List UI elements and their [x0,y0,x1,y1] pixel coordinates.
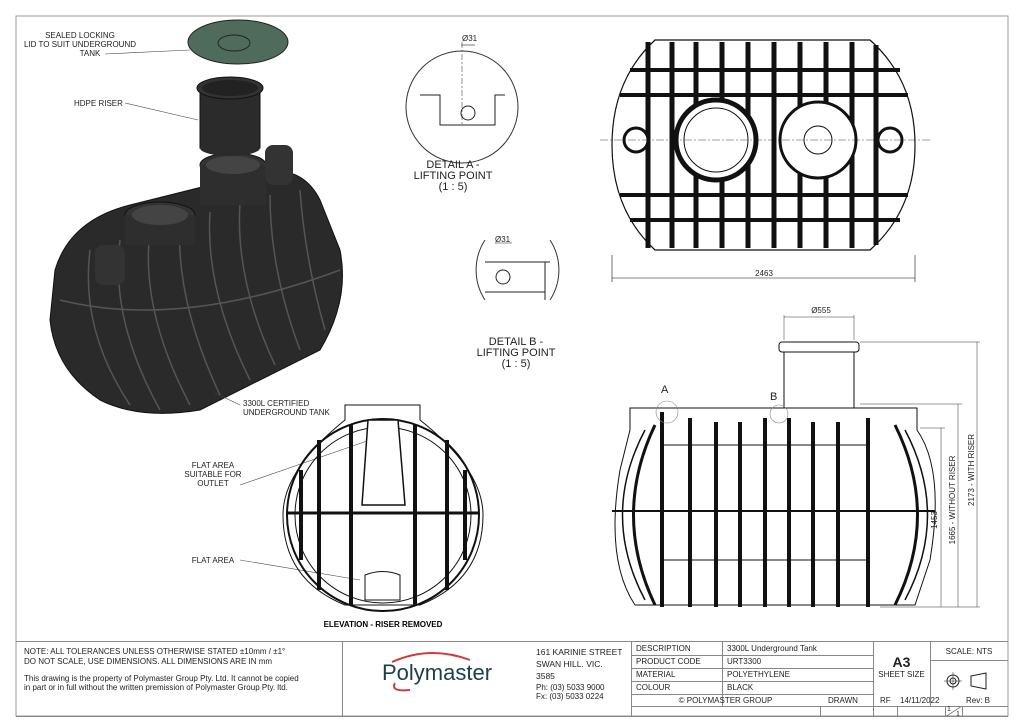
end-elevation-view [282,404,484,612]
marker-a: A [661,384,669,396]
sheet-size-label: SHEET SIZE [878,670,925,679]
dim-height-without-riser: 1665 - WITHOUT RISER [948,455,957,544]
isometric-tank-view [49,19,343,414]
dim-riser-diameter: Ø555 [811,306,831,315]
address-town: SWAN HILL. VIC. [536,659,603,669]
address-postcode: 3585 [536,671,555,681]
sheet-total: 1 [956,711,960,718]
detail-a-scale: (1 : 5) [439,181,468,193]
drawn-by: RF [880,696,891,705]
callout-lid: TANK [80,49,101,58]
drawing-date: 14/11/2022 [900,696,940,705]
tolerance-note: NOTE: ALL TOLERANCES UNLESS OTHERWISE ST… [24,647,286,656]
detail-b-scale: (1 : 5) [502,358,531,370]
phone: Ph: (03) 5033 9000 [536,683,605,692]
detail-a-view [405,42,519,164]
detail-b-title: LIFTING POINT [477,347,556,359]
field-value-material: POLYETHYLENE [727,670,790,679]
callout-lid: LID TO SUIT UNDERGROUND [24,40,136,49]
callout-riser: HDPE RISER [74,99,123,108]
callout-flat-outlet: FLAT AREA [192,461,235,470]
detail-b-view [475,239,560,301]
detail-a-title: DETAIL A - [426,159,480,171]
callout-flat-area: FLAT AREA [192,556,235,565]
callout-lid: SEALED LOCKING [45,31,115,40]
callout-tank: 3300L CERTIFIED [243,399,309,408]
property-note: This drawing is the property of Polymast… [24,674,299,683]
field-label: COLOUR [636,683,671,692]
callout-tank: UNDERGROUND TANK [243,408,330,417]
copyright: © POLYMASTER GROUP [678,696,773,705]
detail-a-title: LIFTING POINT [414,170,493,182]
scale-note: DO NOT SCALE, USE DIMENSIONS. ALL DIMENS… [24,657,273,666]
field-label: PRODUCT CODE [636,657,701,666]
dim-height-with-riser: 2173 - WITH RISER [967,434,976,506]
revision: Rev: B [966,696,991,705]
logo-swoosh [391,652,471,692]
marker-b: B [770,391,777,403]
side-elevation-view [612,315,980,608]
callout-leaders [104,49,371,581]
projection-symbol-icon [944,672,987,690]
drawn-label: DRAWN [828,696,858,705]
sheet-size: A3 [892,654,911,670]
lid-shape [187,19,289,65]
field-value-description: 3300L Underground Tank [727,644,817,653]
field-label: DESCRIPTION [636,644,691,653]
detail-a-dim: Ø31 [462,34,478,43]
elevation-title: ELEVATION - RISER REMOVED [324,620,443,629]
field-label: MATERIAL [636,670,676,679]
property-note: in part or in full without the written p… [24,683,288,692]
scale: SCALE: NTS [945,647,993,656]
plan-view [600,39,930,282]
company-logo: Polymaster [382,660,493,685]
callout-flat-outlet: SUITABLE FOR [184,470,241,479]
detail-b-dim: Ø31 [495,235,511,244]
detail-b-title: DETAIL B - [489,336,544,348]
dim-width: 2463 [755,269,773,278]
dim-height-body: 1453 [930,511,939,529]
field-value-product-code: URT3300 [727,657,762,666]
sheet-number: 1 [947,706,951,713]
field-value-colour: BLACK [727,683,754,692]
address-street: 161 KARINIE STREET [536,647,623,657]
fax: Fx: (03) 5033 0224 [536,692,604,701]
callout-flat-outlet: OUTLET [197,479,229,488]
